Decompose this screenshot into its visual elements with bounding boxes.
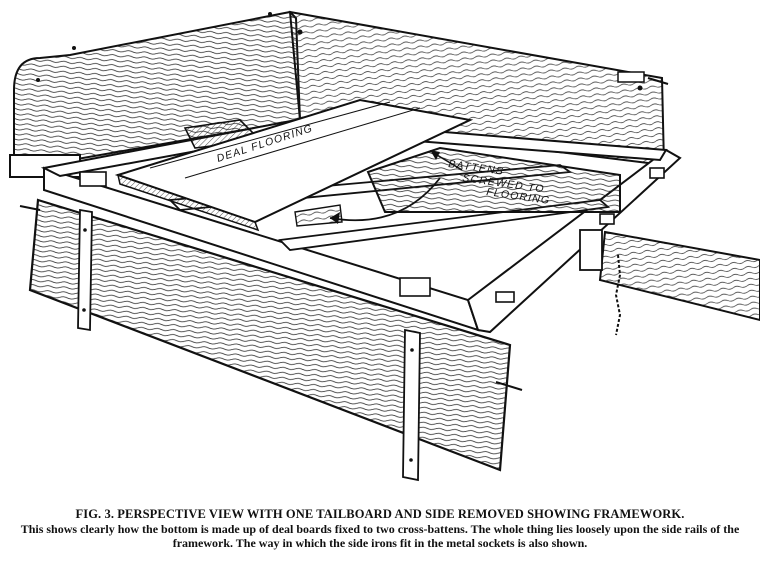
removed-side-board (19, 198, 523, 482)
battens-pointer-arrows (329, 150, 463, 224)
cart-framework-illustration: DEAL FLOORING BATTENS SCREWED TO FLOORIN… (9, 10, 760, 482)
caption-title: FIG. 3. PERSPECTIVE VIEW WITH ONE TAILBO… (75, 507, 685, 521)
caption-body: This shows clearly how the bottom is mad… (20, 521, 740, 551)
deal-flooring-board (114, 98, 474, 232)
figure-caption: FIG. 3. PERSPECTIVE VIEW WITH ONE TAILBO… (8, 507, 752, 551)
side-beam (579, 229, 760, 336)
